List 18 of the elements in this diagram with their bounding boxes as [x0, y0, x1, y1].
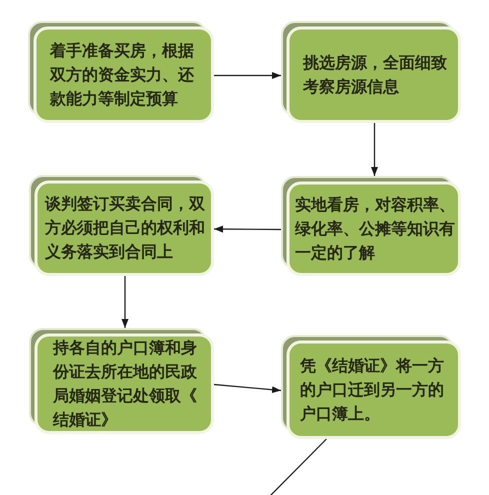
process-box	[29, 175, 214, 276]
arrow	[214, 72, 281, 79]
connector-line	[268, 438, 327, 495]
arrow	[371, 123, 378, 176]
process-box	[281, 335, 461, 439]
step-text: 挑选房源，全面细致考察房源信息	[303, 52, 448, 98]
process-box	[29, 328, 214, 434]
arrow	[214, 226, 281, 233]
arrow	[122, 276, 128, 328]
step-text: 凭《结婚证》将一方的户口迁到另一方的户口簿上。	[300, 354, 445, 424]
arrow	[214, 384, 282, 394]
process-box	[281, 21, 461, 123]
step-text: 实地看房，对容积率、绿化率、公摊等知识有一定的了解	[295, 194, 456, 264]
process-box	[281, 176, 461, 276]
step-text: 着手准备买房，根据双方的资金实力、还款能力等制定预算	[50, 40, 195, 110]
step-text: 持各自的户口簿和身份证去所在地的民政局婚姻登记处领取《结婚证》	[53, 336, 198, 430]
process-box	[28, 21, 214, 123]
step-text: 谈判签订买卖合同，双方必须把自己的权利和义务落实到合同上	[45, 193, 206, 263]
